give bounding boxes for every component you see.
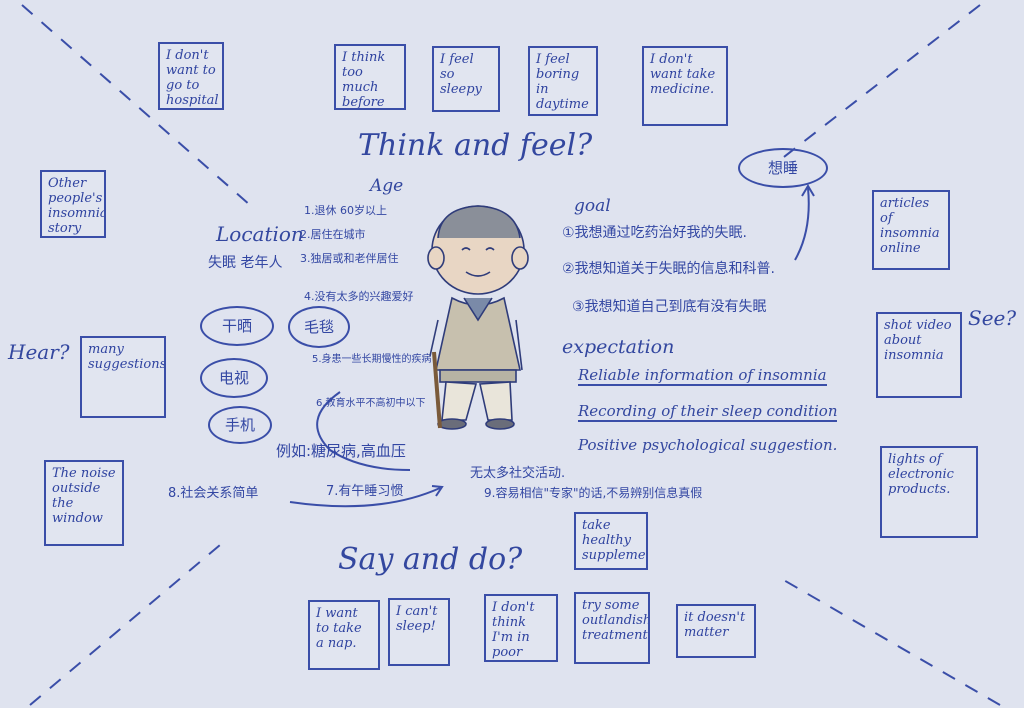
think-note-4: I feel boring in daytime	[528, 46, 598, 116]
age-item-4: 4.没有太多的兴趣爱好	[304, 290, 414, 303]
item-9a: 无太多社交活动.	[470, 466, 566, 481]
thought-bubble: 想睡	[738, 148, 828, 188]
oval-item-2: 毛毯	[288, 306, 350, 348]
think-note-5: I don't want take medicine.	[642, 46, 728, 126]
think-note-2: I think too much before sleep.	[334, 44, 406, 110]
age-item-1: 1.退休 60岁以上	[304, 204, 387, 217]
say-note-4: I don't think I'm in poor health	[484, 594, 558, 662]
item-8: 8.社会关系简单	[168, 486, 259, 501]
oval-item-4: 手机	[208, 406, 272, 444]
item-9b: 9.容易相信"专家"的话,不易辨别信息真假	[484, 486, 703, 500]
hear-note-3: The noise outside the window	[44, 460, 124, 546]
think-and-feel-heading: Think and feel?	[358, 128, 593, 163]
item-7: 7.有午睡习惯	[326, 484, 404, 499]
see-note-3: lights of electronic products.	[880, 446, 978, 538]
age-item-6: 6.教育水平不高初中以下	[316, 398, 426, 409]
hear-note-1: Other people's insomnia story	[40, 170, 106, 238]
expectation-1: Reliable information of insomnia	[578, 366, 827, 386]
goal-label: goal	[574, 196, 611, 216]
say-and-do-heading: Say and do?	[338, 542, 523, 577]
hear-note-2: many suggestions	[80, 336, 166, 418]
oval-item-3: 电视	[200, 358, 268, 398]
goal-1: ①我想通过吃药治好我的失眠.	[562, 225, 748, 241]
location-value: 失眠 老年人	[208, 255, 283, 271]
say-note-3: I can't sleep!	[388, 598, 450, 666]
expectation-label: expectation	[562, 336, 675, 358]
say-note-2: I want to take a nap.	[308, 600, 380, 670]
goal-3: ③我想知道自己到底有没有失眠	[572, 299, 767, 315]
age-item-5: 5.身患一些长期慢性的疾病	[312, 354, 432, 365]
age-item-3: 3.独居或和老伴居住	[300, 252, 399, 265]
say-note-6: it doesn't matter	[676, 604, 756, 658]
disease-example: 例如:糖尿病,高血压	[276, 442, 406, 460]
hear-heading: Hear?	[8, 340, 70, 364]
goal-2: ②我想知道关于失眠的信息和科普.	[562, 261, 776, 277]
see-heading: See?	[968, 306, 1017, 330]
expectation-3: Positive psychological suggestion.	[578, 436, 838, 454]
think-note-1: I don't want to go to hospital	[158, 42, 224, 110]
say-note-5: try some outlandish treatments	[574, 592, 650, 664]
elderly-man-illustration	[427, 205, 529, 430]
age-label: Age	[370, 176, 404, 196]
say-note-1: take healthy supplement	[574, 512, 648, 570]
see-note-1: articles of insomnia online	[872, 190, 950, 270]
think-note-3: I feel so sleepy	[432, 46, 500, 112]
expectation-2: Recording of their sleep condition	[578, 402, 838, 422]
quadrant-divider-lines	[21, 4, 1001, 706]
oval-item-1: 干晒	[200, 306, 274, 346]
location-label: Location	[216, 222, 304, 246]
see-note-2: shot video about insomnia	[876, 312, 962, 398]
age-item-2: 2.居住在城市	[300, 228, 366, 241]
